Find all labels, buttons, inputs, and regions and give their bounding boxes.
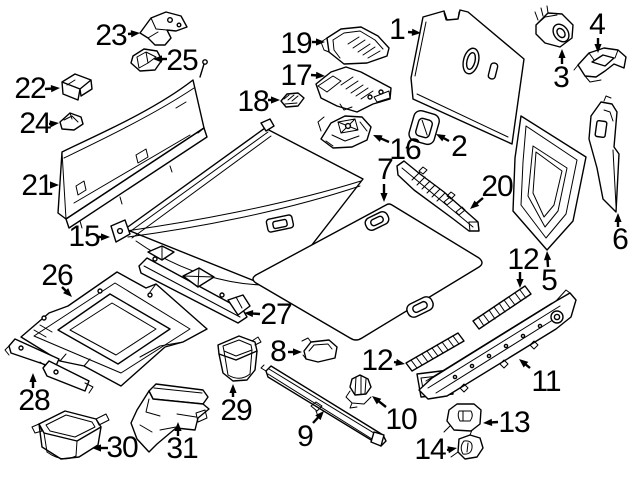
callout-1: 1 [389,13,406,46]
callout-arrow-30 [92,444,108,452]
part-13-hook [443,403,482,433]
callout-arrow-27 [244,309,261,318]
callout-26: 26 [41,259,73,292]
callout-15: 15 [68,220,100,253]
callout-arrow-26 [61,286,72,297]
callout-arrow-13 [483,418,499,426]
part-7-floor-mat [252,203,483,341]
callout-arrow-17 [310,71,325,79]
callout-2: 2 [451,130,468,163]
part-22-clip [61,73,93,101]
part-5-side-trim-panel [512,115,587,251]
part-18-clip [280,92,305,108]
callout-arrow-7 [380,184,388,202]
callout-3: 3 [553,61,570,94]
callout-arrow-8 [288,348,302,356]
callout-arrow-18 [268,96,280,104]
part-27-tool-bracket [138,245,251,324]
callout-17: 17 [280,59,312,92]
callout-arrow-23 [127,30,140,38]
part-3-power-socket [534,5,574,48]
callout-28: 28 [18,384,50,417]
callout-arrow-3 [558,49,566,64]
callout-7: 7 [377,153,394,186]
callout-11: 11 [531,365,561,398]
callout-arrow-15 [97,233,110,241]
callout-12: 12 [361,344,393,377]
callout-16: 16 [389,133,421,166]
callout-21: 21 [21,169,53,202]
callout-arrow-24 [48,120,59,128]
callout-10: 10 [385,403,417,436]
callout-arrow-31 [174,422,182,436]
part-25-clip [130,48,163,72]
part-29-cup-insert [217,335,262,382]
callout-5: 5 [541,264,558,297]
callout-arrow-28 [29,373,37,388]
part-1-quarter-trim-panel [410,9,525,145]
callout-27: 27 [260,298,292,331]
part-9-rail [260,364,387,447]
callout-arrow-21 [50,181,59,189]
callout-arrow-19 [312,38,325,46]
callout-arrow-29 [229,384,237,397]
part-4-handle [573,47,627,83]
part-16-jack-bracket [317,115,372,149]
part-12-tread-strip-right [472,285,532,330]
part-12-tread-strip-left [405,332,465,372]
callout-arrow-16 [373,135,390,144]
part-31-foam-insert [130,383,210,453]
callout-arrow-1 [407,28,421,36]
part-6-pillar-trim [588,95,620,213]
callout-arrow-2 [436,134,450,143]
callout-arrow-12 [393,358,405,366]
callout-arrow-11 [519,359,531,369]
callout-14: 14 [414,433,446,466]
callout-23: 23 [95,19,127,52]
callout-24: 24 [19,107,51,140]
callout-12: 12 [507,243,539,276]
part-21-partition-panel [57,59,208,229]
callout-22: 22 [14,72,46,105]
callout-19: 19 [280,27,312,60]
callout-18: 18 [237,85,269,118]
callout-8: 8 [270,335,287,368]
callout-arrow-4 [594,38,602,53]
callout-arrow-25 [153,55,167,63]
callout-arrow-9 [312,411,324,424]
part-2-bezel [405,109,440,149]
part-14-bracket [450,429,484,460]
part-17-bracket [315,66,392,113]
part-26-storage-tray [20,271,208,387]
callout-arrow-5 [543,251,552,268]
part-28-support-brackets [4,338,94,394]
callout-13: 13 [498,406,530,439]
callout-29: 29 [220,394,252,427]
callout-4: 4 [589,8,606,41]
callout-25: 25 [166,44,198,77]
callout-arrows [29,28,622,454]
callout-arrow-22 [44,85,60,93]
callout-arrow-20 [470,197,484,209]
part-23-bracket [139,11,188,46]
part-24-clip [59,112,84,131]
callout-20: 20 [481,170,513,203]
callout-31: 31 [166,432,198,465]
callout-arrow-14 [446,446,457,454]
part-19-tray [320,26,390,65]
callout-6: 6 [612,223,629,256]
part-30-storage-box [31,410,110,460]
part-8-lid [301,337,338,363]
callout-arrow-10 [372,396,387,408]
callout-arrow-6 [614,213,622,227]
callout-arrow-12 [516,272,524,288]
part-10-cap [345,374,372,409]
part-20-side-sill-trim [396,160,480,232]
callout-9: 9 [297,420,314,453]
callout-30: 30 [106,431,138,464]
part-11-rear-sill-trim [416,289,577,400]
